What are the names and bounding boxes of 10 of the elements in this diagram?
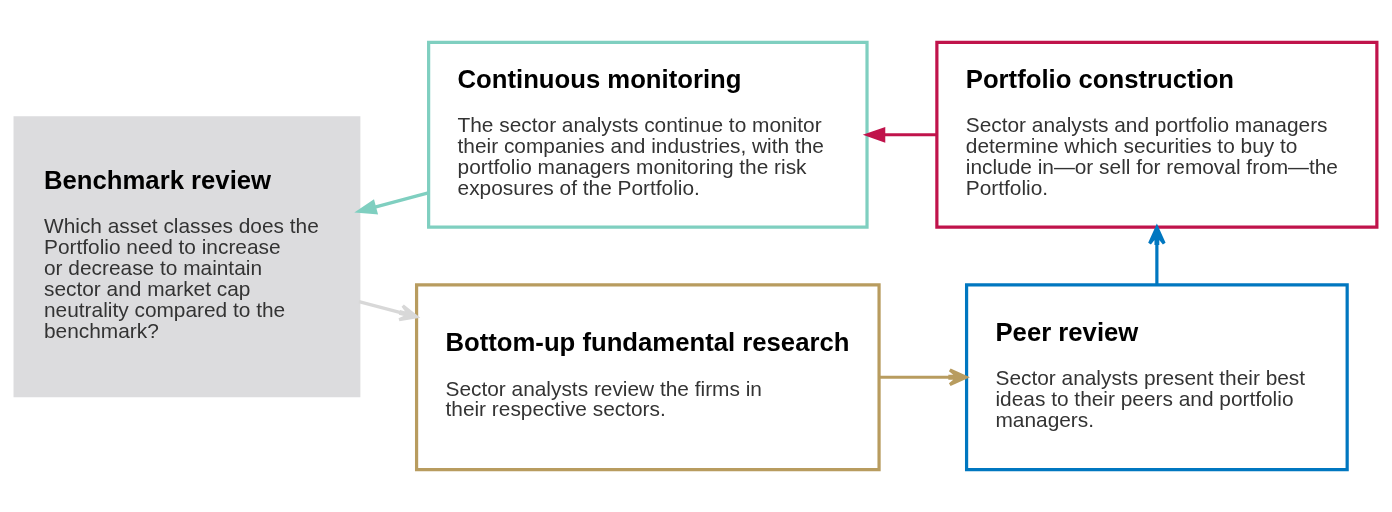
arrow: [1148, 225, 1166, 285]
arrow: [879, 368, 968, 387]
node-box: Peer review Sector analysts present their best ideas to their peers and portfolio managers.: [964, 283, 1349, 472]
node-box: Portfolio construction Sector analysts and portfolio managers determine which securities to buy to include in—or sell for removal from—the Portfolio.: [935, 40, 1379, 229]
node-box: Benchmark review Which asset classes does the Portfolio need to increase or decrease to maintain sector and market cap neutrality compared to the benchmark?: [13, 116, 361, 398]
arrow: [862, 126, 937, 143]
node-box: Continuous monitoring The sector analysts continue to monitor their companies and industries, with the portfolio managers monitoring the risk exposures of the Portfolio.: [427, 40, 869, 229]
arrow: [354, 191, 429, 215]
node-box: Bottom-up fundamental research Sector analysts review the firms in their respective sectors.: [414, 283, 881, 472]
arrow: [358, 300, 419, 322]
